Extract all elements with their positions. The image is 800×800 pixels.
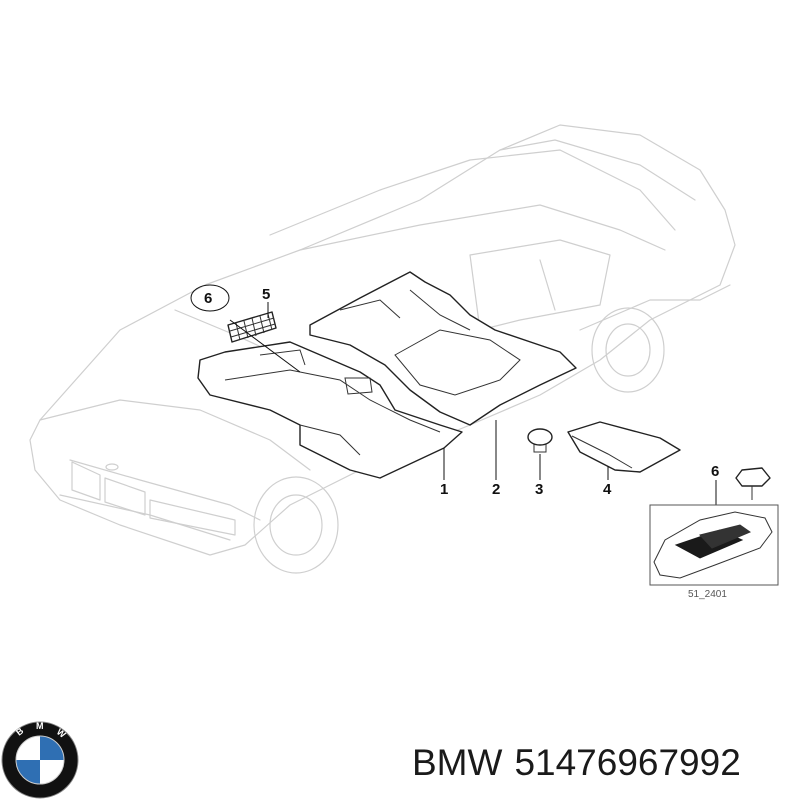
inset-callout-6: 6 <box>711 463 719 480</box>
callout-2: 2 <box>492 481 500 498</box>
leader-lines <box>190 284 752 506</box>
part-5-net <box>227 311 277 343</box>
brand-name: BMW <box>412 742 503 783</box>
callout-5: 5 <box>262 286 270 303</box>
part-number: 51476967992 <box>514 742 741 783</box>
svg-text:B: B <box>14 725 26 737</box>
callout-labels: 1 2 3 4 5 6 <box>204 286 612 498</box>
callout-6: 6 <box>204 290 212 307</box>
part-2-rear-carpet <box>309 271 577 426</box>
inset-ref-code: 51_2401 <box>688 589 727 600</box>
part-4-mat <box>567 421 681 473</box>
callout-3: 3 <box>535 481 543 498</box>
svg-text:M: M <box>36 721 44 731</box>
car-outline <box>29 124 736 574</box>
callout-1: 1 <box>440 481 448 498</box>
bmw-logo: B M W <box>1 721 79 799</box>
part-number-caption: BMW 51476967992 <box>412 738 753 788</box>
part-3-clip <box>527 428 553 453</box>
part-1-front-carpet <box>197 341 463 479</box>
inset-panel: 6 51_2401 <box>649 463 779 600</box>
callout-4: 4 <box>603 481 612 498</box>
